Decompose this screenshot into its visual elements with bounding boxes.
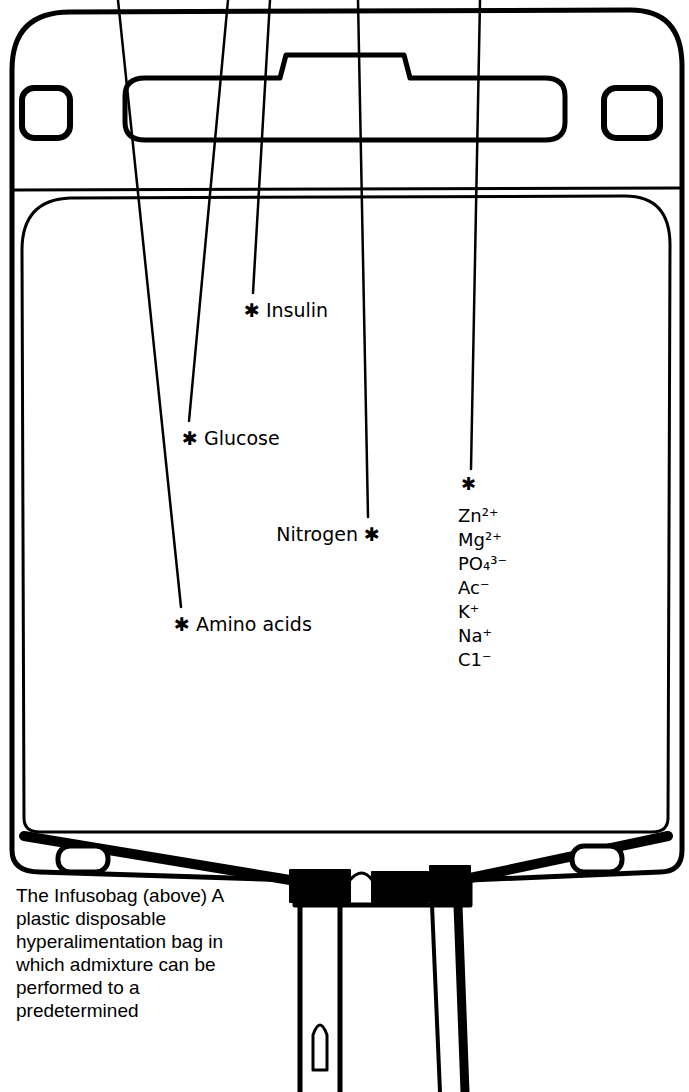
port-block — [372, 872, 428, 902]
additive-tube — [458, 905, 465, 1092]
leader-line — [358, 0, 368, 517]
ingredient-label: ✱ Insulin — [244, 300, 328, 322]
tab-hole-right — [572, 846, 622, 872]
leader-line — [253, 0, 270, 293]
ion-label: PO₄³⁻ — [458, 554, 507, 575]
spike-port — [313, 1025, 327, 1070]
ion-label: Ac⁻ — [458, 578, 489, 599]
header-seam — [14, 188, 680, 190]
ion-label: C1⁻ — [458, 650, 492, 671]
ingredient-label: ✱ Amino acids — [174, 614, 312, 636]
hanger-slot — [125, 55, 565, 140]
ion-label: ✱ — [461, 474, 476, 495]
port-block — [430, 866, 470, 902]
leader-line — [471, 0, 480, 469]
tab-hole-left — [58, 846, 108, 872]
bottom-flange-right — [470, 836, 668, 878]
leader-lines — [118, 0, 480, 607]
ion-label: K⁺ — [458, 602, 479, 623]
ingredient-label: Nitrogen ✱ — [276, 524, 380, 546]
ion-label: Mg²⁺ — [458, 530, 502, 551]
bottom-flange-left — [24, 836, 290, 880]
outlet-tube — [300, 905, 340, 1092]
leader-line — [118, 0, 181, 607]
leader-line — [189, 0, 228, 421]
hanger-hole-right — [604, 88, 660, 138]
hanger-hole-left — [22, 88, 70, 138]
bag-outline — [12, 10, 682, 905]
bag-inner-panel — [22, 196, 670, 832]
additive-tube — [432, 905, 440, 1092]
ingredient-label: ✱ Glucose — [182, 428, 280, 450]
ion-label: Zn²⁺ — [458, 506, 498, 527]
caption-text: The Infusobag (above) A plastic disposab… — [16, 884, 241, 1022]
ion-label: Na⁺ — [458, 626, 492, 647]
port-block — [290, 870, 350, 902]
port-neck — [350, 873, 372, 880]
